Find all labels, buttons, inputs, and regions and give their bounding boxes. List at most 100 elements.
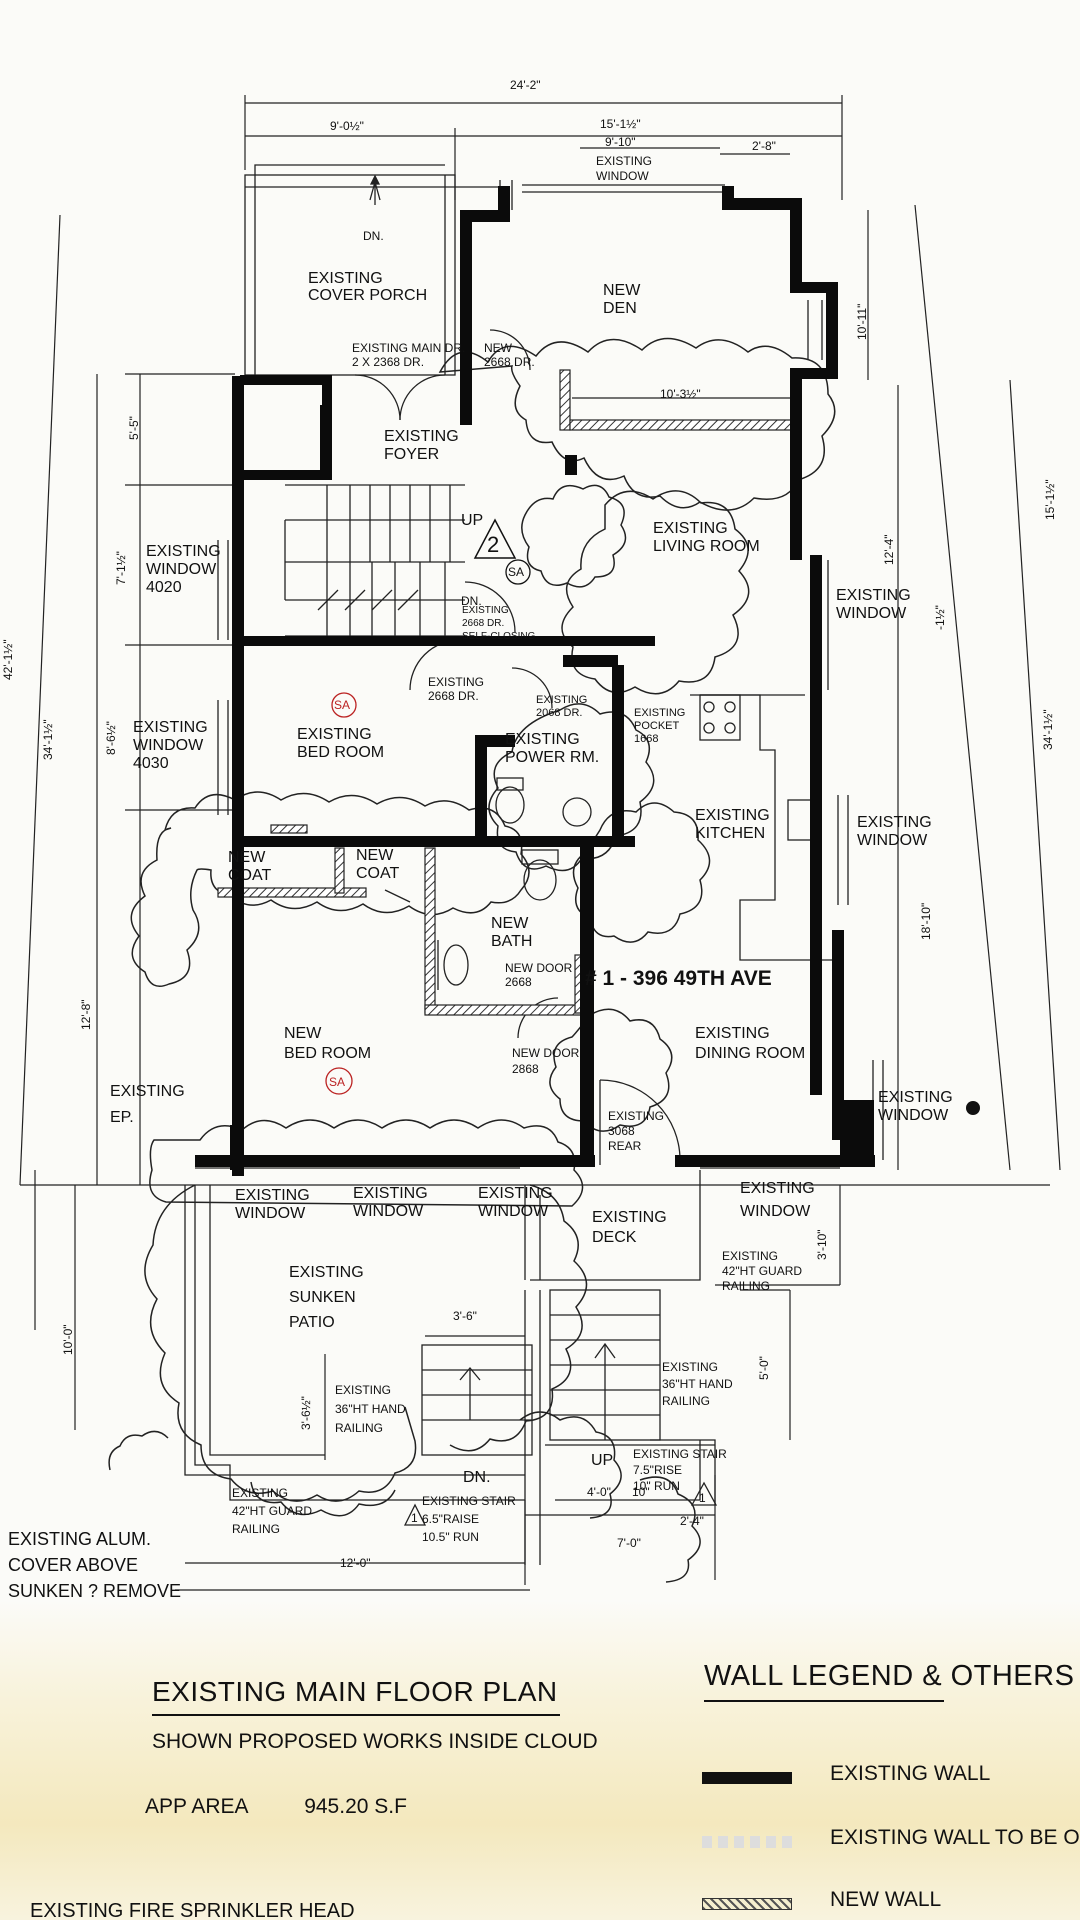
guard-rail-deck-label: EXISTING	[722, 1249, 778, 1263]
delta-tag-patio: 1	[411, 1511, 418, 1525]
guard-rail-deck-label-3: RAILING	[722, 1279, 770, 1293]
dim-stair-landing: 5'-0"	[757, 1356, 771, 1380]
window-4030-label-2: WINDOW	[133, 737, 204, 754]
den-door-label: NEW	[484, 341, 513, 355]
area-label: APP AREA	[145, 1795, 249, 1818]
window-4030-label: EXISTING	[133, 719, 208, 736]
stair-up-2-label: UP	[591, 1452, 613, 1469]
dim-far-left-total: 42'-1½"	[1, 639, 15, 680]
rear-door-label: EXISTING	[608, 1109, 664, 1123]
coat-closet-2-label-2: COAT	[356, 865, 399, 882]
self-closing-door-label: EXISTING	[462, 605, 509, 616]
window-4020-label-3: 4020	[146, 579, 182, 596]
legend-item-existing-wall: EXISTING WALL	[702, 1762, 1080, 1792]
dining-label-2: DINING ROOM	[695, 1045, 805, 1062]
rear-window-1-label-2: WINDOW	[235, 1205, 306, 1222]
legend-title: WALL LEGEND & OTHERS	[704, 1660, 1075, 1692]
dining-label: EXISTING	[695, 1025, 770, 1042]
smoke-alarm-bedroom-tag: SA	[334, 698, 350, 712]
dim-deck-rail: 3'-10"	[815, 1229, 829, 1260]
new-bedroom-door-label-2: 2868	[512, 1062, 539, 1076]
rear-window-4-label-2: WINDOW	[740, 1203, 811, 1220]
legend-label: EXISTING WALL	[830, 1762, 991, 1785]
patio-label-3: PATIO	[289, 1314, 335, 1331]
dim-left-newbed: 12'-8"	[79, 999, 93, 1030]
rear-window-3-label: EXISTING	[478, 1185, 553, 1202]
dim-den-inner: 9'-10"	[605, 135, 636, 149]
coat-closet-1-label-2: COAT	[228, 867, 271, 884]
dim-den-width: 15'-1½"	[600, 117, 641, 131]
smoke-alarm-bedroom	[331, 692, 357, 718]
den-window-label-2: WINDOW	[596, 169, 649, 183]
existing-walls	[195, 186, 875, 1176]
dimension-lines	[19, 95, 1061, 1585]
pocket-door-label-2: POCKET	[634, 720, 680, 732]
bedroom-door-label: EXISTING	[428, 675, 484, 689]
sprinkler-head-dot	[966, 1101, 980, 1115]
new-bedroom-label-2: BED ROOM	[284, 1045, 371, 1062]
deck-stair-label: EXISTING STAIR	[633, 1447, 727, 1461]
self-closing-door-label-2: 2668 DR.	[462, 618, 504, 629]
legend-item-new-wall: NEW WALL	[702, 1888, 1080, 1918]
alum-cover-note-2: COVER ABOVE	[8, 1555, 138, 1575]
smoke-alarm-new-bedroom-tag: SA	[329, 1075, 345, 1089]
address-label: # 1 - 396 49TH AVE	[585, 967, 772, 990]
rear-window-3-label-2: WINDOW	[478, 1203, 549, 1220]
guard-rail-patio-label: EXISTING	[232, 1486, 288, 1500]
legend-label: NEW WALL	[830, 1888, 942, 1911]
deck-stair-label-2: 7.5"RISE	[633, 1463, 682, 1477]
revision-tag-2: 2	[487, 532, 499, 557]
dim-right-side: -1½"	[933, 605, 947, 630]
stair-dn-label: DN.	[461, 594, 482, 608]
power-room-label: EXISTING	[505, 731, 580, 748]
kitchen-label: EXISTING	[695, 807, 770, 824]
revision-triangle-2	[473, 518, 517, 559]
den-label-2: DEN	[603, 300, 637, 317]
legend-underline	[704, 1700, 944, 1702]
bath-label-2: BATH	[491, 933, 532, 950]
rear-window-2-label-2: WINDOW	[353, 1203, 424, 1220]
dining-window-label-2: WINDOW	[878, 1107, 949, 1124]
dim-stair-height: 3'-6½"	[299, 1396, 313, 1430]
deck-label: EXISTING	[592, 1209, 667, 1226]
den-label: NEW	[603, 282, 641, 299]
foyer-label: EXISTING	[384, 428, 459, 445]
power-door-label-2: 2068 DR.	[536, 707, 582, 719]
dim-kitchen-depth: 18'-10"	[919, 903, 933, 940]
rear-window-4-label: EXISTING	[740, 1180, 815, 1197]
patio-label: EXISTING	[289, 1264, 364, 1281]
guard-rail-patio-label-2: 42"HT GUARD	[232, 1504, 312, 1518]
dim-den-dim: 10'-3½"	[660, 387, 701, 401]
dim-far-right-total: 34'-1½"	[1041, 709, 1055, 750]
smoke-alarm-new-bedroom	[325, 1067, 353, 1095]
patio-stair-label-2: 6.5"RAISE	[422, 1512, 479, 1526]
smoke-alarm-foyer-tag: SA	[508, 565, 524, 579]
hand-rail-deck-label-3: RAILING	[662, 1394, 710, 1408]
legend-label: EXISTING WALL TO BE O	[830, 1826, 1080, 1849]
rear-door-label-3: REAR	[608, 1139, 642, 1153]
sprinkler-note: EXISTING FIRE SPRINKLER HEAD	[30, 1900, 355, 1920]
delta-tag-deck: 1	[699, 1491, 706, 1505]
patio-label-2: SUNKEN	[289, 1289, 356, 1306]
bedroom-label: EXISTING	[297, 726, 372, 743]
rear-window-2-label: EXISTING	[353, 1185, 428, 1202]
dim-stair-24: 2'-4"	[680, 1514, 704, 1528]
hand-rail-deck-label: EXISTING	[662, 1360, 718, 1374]
room-labels: EXISTING WINDOW DN. EXISTING COVER PORCH…	[8, 154, 980, 1601]
alum-cover-note: EXISTING ALUM.	[8, 1529, 151, 1549]
dim-porch-width: 9'-0½"	[330, 119, 364, 133]
bath-door-label-2: 2668	[505, 975, 532, 989]
smoke-alarm-foyer	[505, 559, 531, 585]
patio-stair-label-3: 10.5" RUN	[422, 1530, 479, 1544]
living-label: EXISTING	[653, 520, 728, 537]
legend-item-wall-to-remove: EXISTING WALL TO BE O	[702, 1826, 1080, 1856]
coat-closet-2-label: NEW	[356, 847, 394, 864]
ep-label: EXISTING	[110, 1083, 185, 1100]
dim-den-depth: 10'-11"	[855, 304, 869, 340]
dining-window-label: EXISTING	[878, 1089, 953, 1106]
window-4030-label-3: 4030	[133, 755, 169, 772]
porch-dn-label: DN.	[363, 229, 384, 243]
bedroom-label-2: BED ROOM	[297, 744, 384, 761]
dim-patio-depth: 10'-0"	[61, 1324, 75, 1355]
